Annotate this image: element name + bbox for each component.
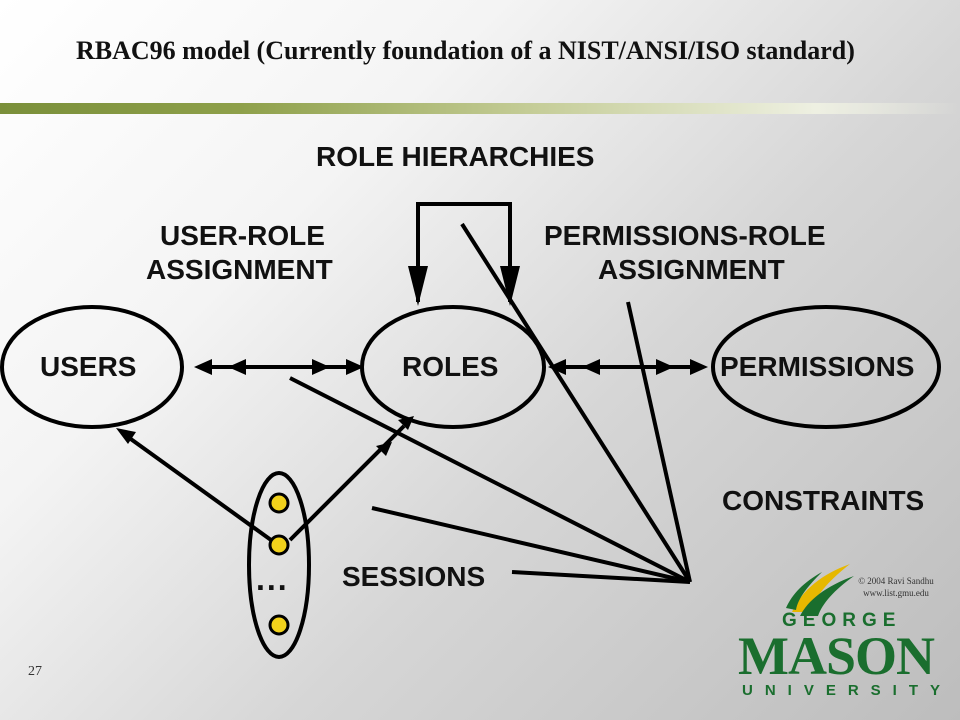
session-dot	[268, 614, 290, 636]
sessions-label: SESSIONS	[342, 561, 486, 592]
user-role-assignment-label-line2: ASSIGNMENT	[146, 254, 333, 285]
constraint-lines	[289, 222, 692, 584]
gmu-logo: GEORGE MASON UNIVERSITY	[738, 560, 948, 710]
users-label: USERS	[40, 351, 137, 382]
constraints-label: CONSTRAINTS	[722, 485, 925, 516]
users-ellipse	[0, 305, 184, 429]
session-to-roles-arrow	[288, 416, 414, 542]
role-hierarchy-arrowhead-left	[408, 266, 428, 306]
logo-university-text: UNIVERSITY	[742, 682, 953, 699]
copyright-notice: © 2004 Ravi Sandhu www.list.gmu.edu	[840, 575, 952, 599]
permissions-ellipse	[711, 305, 941, 429]
user-role-assignment-label-line1: USER-ROLE	[160, 220, 325, 251]
logo-george-text: GEORGE	[782, 610, 902, 631]
sessions-ellipsis: ...	[256, 561, 289, 597]
permissions-role-assignment-label-line1: PERMISSIONS-ROLE	[544, 220, 826, 251]
role-hierarchies-label: ROLE HIERARCHIES	[316, 141, 595, 172]
slide-title: RBAC96 model (Currently foundation of a …	[76, 36, 855, 65]
user-role-assignment-arrow	[194, 359, 364, 375]
session-to-users-arrow	[116, 428, 273, 542]
permissions-role-assignment-label-line2: ASSIGNMENT	[598, 254, 785, 285]
website-line: www.list.gmu.edu	[863, 588, 929, 598]
title-underline-bar	[0, 103, 960, 114]
session-dot	[268, 492, 290, 514]
role-hierarchy-connector	[416, 202, 512, 302]
roles-label: ROLES	[402, 351, 499, 382]
page-number: 27	[28, 664, 42, 679]
flame-icon	[786, 564, 854, 616]
logo-mason-text: MASON	[738, 626, 935, 686]
session-dot	[268, 534, 290, 556]
role-hierarchy-arrowhead-right	[500, 266, 520, 306]
sessions-oval	[247, 471, 311, 659]
permission-role-assignment-arrow	[548, 359, 708, 375]
copyright-line: © 2004 Ravi Sandhu	[858, 576, 934, 586]
permissions-label: PERMISSIONS	[720, 351, 915, 382]
